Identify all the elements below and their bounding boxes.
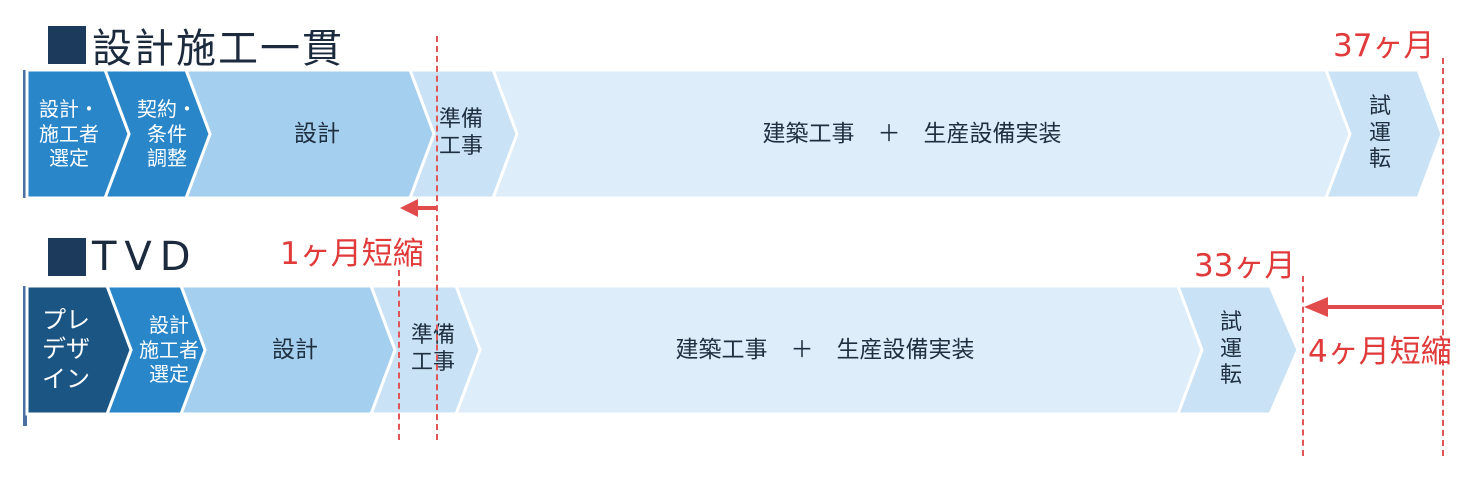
arrow-shape-trial-run bbox=[1323, 68, 1444, 200]
segment-label: 設計 施工者 選定 bbox=[139, 313, 199, 387]
dashed-marker-line bbox=[436, 36, 438, 440]
dashed-marker-line bbox=[1442, 58, 1444, 456]
segment-label: 建築工事 ＋ 生産設備実装 bbox=[762, 120, 1062, 147]
duration-tvd: 33ヶ月 bbox=[1194, 248, 1296, 284]
segment-label: 設計・ 施工者 選定 bbox=[39, 97, 99, 171]
arrow-shape-selection bbox=[25, 68, 131, 200]
segment-construction: 建築工事 ＋ 生産設備実装 bbox=[480, 286, 1170, 414]
duration-integrated: 37ヶ月 bbox=[1333, 28, 1435, 64]
left-border-line bbox=[23, 70, 27, 198]
square-bullet-icon bbox=[48, 238, 86, 276]
section-title-text: TVD bbox=[92, 234, 199, 280]
segment-design: 設計 bbox=[205, 286, 385, 414]
segment-contract: 契約・ 条件 調整 bbox=[126, 70, 208, 198]
reduction-1-month: 1ヶ月短縮 bbox=[280, 236, 424, 272]
segment-trial-run: 試 運 転 bbox=[1345, 70, 1415, 198]
segment-predesign: プレ デザ イン bbox=[28, 286, 104, 414]
segment-label: 設計 bbox=[272, 336, 318, 363]
segment-label: 試 運 転 bbox=[1219, 309, 1242, 389]
segment-selection: 設計 施工者 選定 bbox=[128, 286, 210, 414]
segment-prep: 準備 工事 bbox=[420, 70, 502, 198]
arrow-left-icon bbox=[1304, 297, 1328, 317]
square-bullet-icon bbox=[48, 26, 86, 64]
segment-construction: 建築工事 ＋ 生産設備実装 bbox=[517, 70, 1307, 198]
dashed-marker-line bbox=[1302, 276, 1304, 456]
segment-label: 試 運 転 bbox=[1368, 93, 1391, 173]
dashed-marker-line bbox=[398, 270, 400, 440]
arrow-shape-trial-run bbox=[1175, 284, 1300, 416]
segment-design: 設計 bbox=[210, 70, 424, 198]
reduction-4-months: 4ヶ月短縮 bbox=[1308, 334, 1452, 370]
segment-selection: 設計・ 施工者 選定 bbox=[30, 70, 108, 198]
arrow-shape-predesign bbox=[25, 284, 133, 416]
segment-label: 設計 bbox=[294, 120, 340, 147]
segment-label: プレ デザ イン bbox=[42, 306, 90, 393]
segment-label: 準備 工事 bbox=[438, 107, 483, 159]
arrow-left-icon bbox=[400, 199, 418, 217]
left-border-line bbox=[23, 286, 27, 426]
segment-label: 準備 工事 bbox=[410, 323, 455, 375]
section-title-integrated: 設計施工一貫 bbox=[48, 16, 344, 74]
segment-trial-run: 試 運 転 bbox=[1196, 286, 1266, 414]
segment-prep: 準備 工事 bbox=[392, 286, 474, 414]
section-title-text: 設計施工一貫 bbox=[92, 26, 344, 72]
segment-label: 契約・ 条件 調整 bbox=[137, 97, 197, 171]
section-title-tvd: TVD bbox=[48, 234, 199, 280]
segment-label: 建築工事 ＋ 生産設備実装 bbox=[675, 336, 975, 363]
